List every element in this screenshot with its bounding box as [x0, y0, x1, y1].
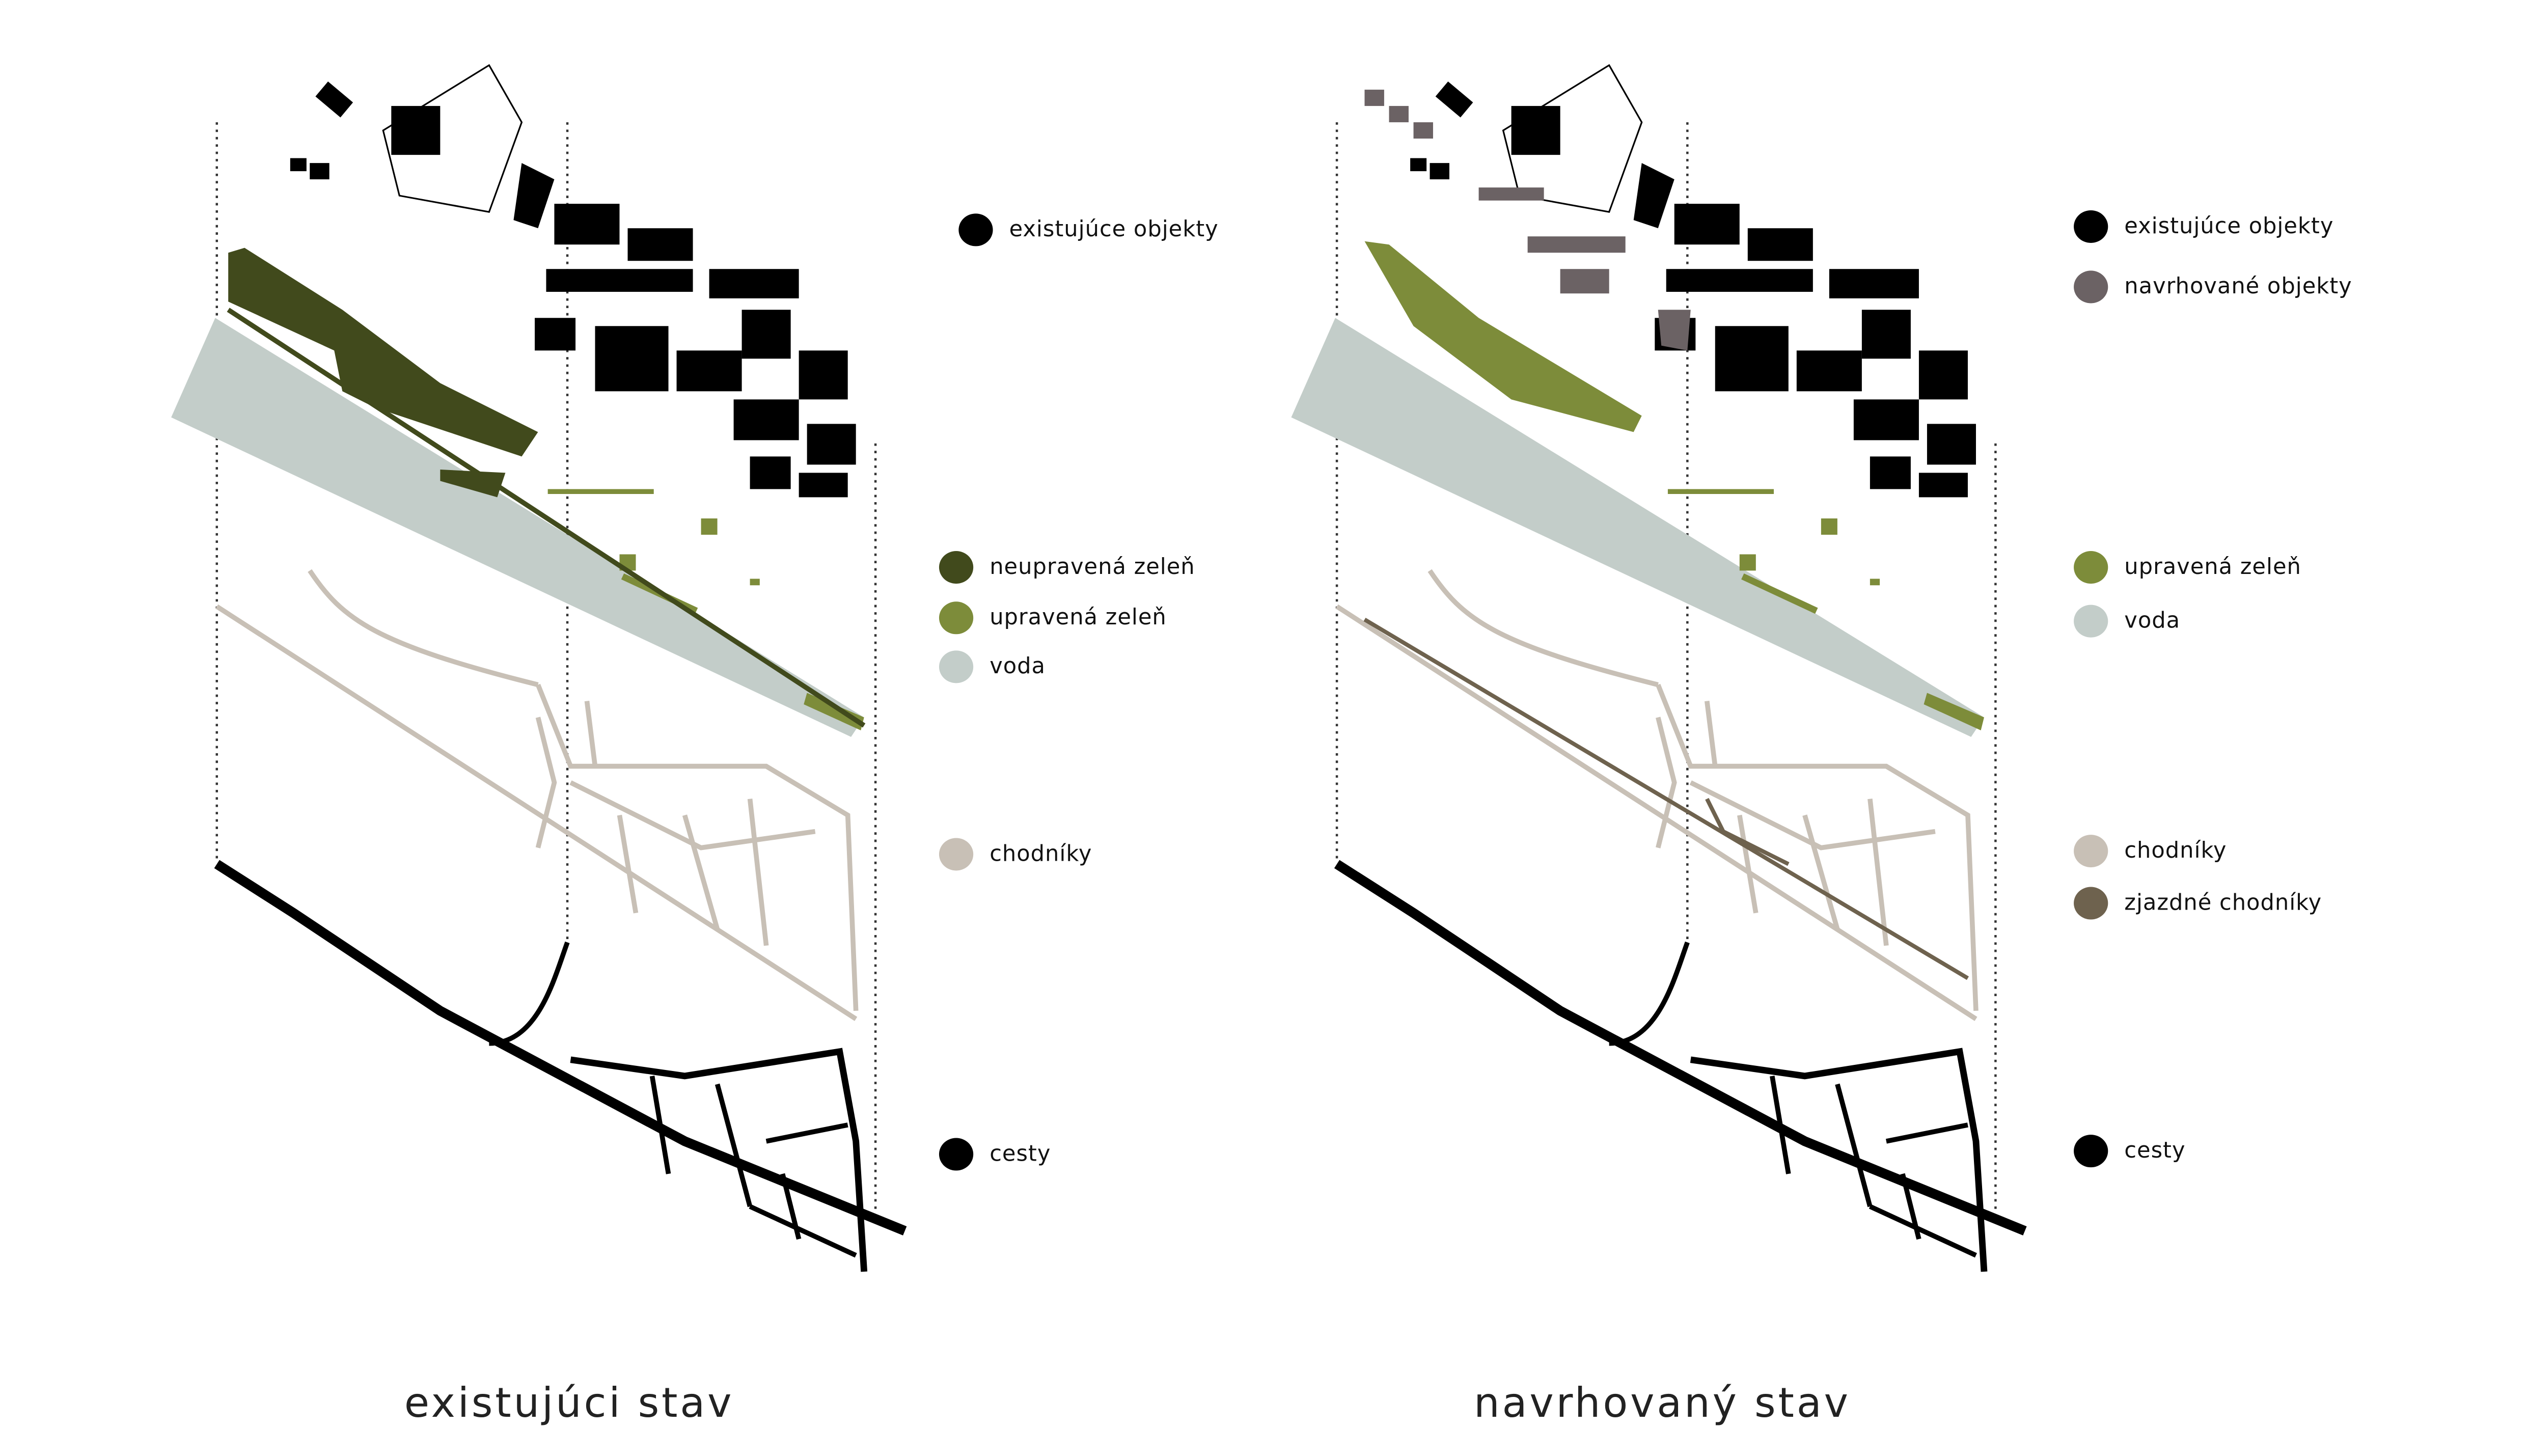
legend-swatch: [958, 213, 993, 246]
legend-item-roads: cesty: [2074, 1135, 2186, 1168]
legend-item-footpaths: chodníky: [2074, 835, 2227, 868]
legend-item-unmaintained-greenery: neupravená zeleň: [939, 551, 1195, 584]
legend-swatch: [2074, 270, 2108, 304]
legend-label: voda: [2124, 608, 2181, 635]
legend-item-maintained-greenery: upravená zeleň: [939, 601, 1167, 635]
legend-label: upravená zeleň: [990, 605, 1167, 631]
legend-item-proposed-objects: navrhované objekty: [2074, 270, 2352, 304]
existing-state-map: [171, 65, 905, 1272]
legend-swatch: [2074, 605, 2108, 638]
legend-item-existing-objects: existujúce objekty: [2074, 210, 2333, 243]
legend-label: chodníky: [2124, 838, 2227, 864]
legend-item-existing-objects: existujúce objekty: [958, 213, 1218, 246]
legend-swatch: [939, 838, 974, 871]
legend-label: cesty: [990, 1141, 1051, 1168]
legend-item-driveable-paths: zjazdné chodníky: [2074, 887, 2322, 920]
legend-swatch: [939, 1138, 974, 1171]
legend-swatch: [2074, 1135, 2108, 1168]
legend-swatch: [2074, 835, 2108, 868]
legend-label: upravená zeleň: [2124, 554, 2301, 581]
legend-swatch: [939, 650, 974, 683]
legend-swatch: [939, 601, 974, 635]
legend-label: zjazdné chodníky: [2124, 890, 2322, 917]
panel-title-proposed: navrhovaný stav: [1473, 1379, 1851, 1427]
legend-swatch: [939, 551, 974, 584]
proposed-state-map: [1291, 65, 2025, 1272]
legend-label: existujúce objekty: [1009, 216, 1219, 243]
legend-label: chodníky: [990, 841, 1092, 868]
legend-item-footpaths: chodníky: [939, 838, 1092, 871]
legend-item-roads: cesty: [939, 1138, 1051, 1171]
legend-label: cesty: [2124, 1138, 2186, 1164]
legend-label: neupravená zeleň: [990, 554, 1195, 581]
legend-item-water: voda: [2074, 605, 2180, 638]
unmaintained-greenery: [228, 248, 538, 457]
legend-item-maintained-greenery: upravená zeleň: [2074, 551, 2301, 584]
legend-label: voda: [990, 653, 1046, 680]
legend-label: existujúce objekty: [2124, 213, 2334, 240]
legend-swatch: [2074, 887, 2108, 920]
legend-label: navrhované objekty: [2124, 273, 2352, 300]
legend-swatch: [2074, 210, 2108, 243]
panel-title-existing: existujúci stav: [404, 1379, 734, 1427]
legend-item-water: voda: [939, 650, 1046, 683]
legend-swatch: [2074, 551, 2108, 584]
